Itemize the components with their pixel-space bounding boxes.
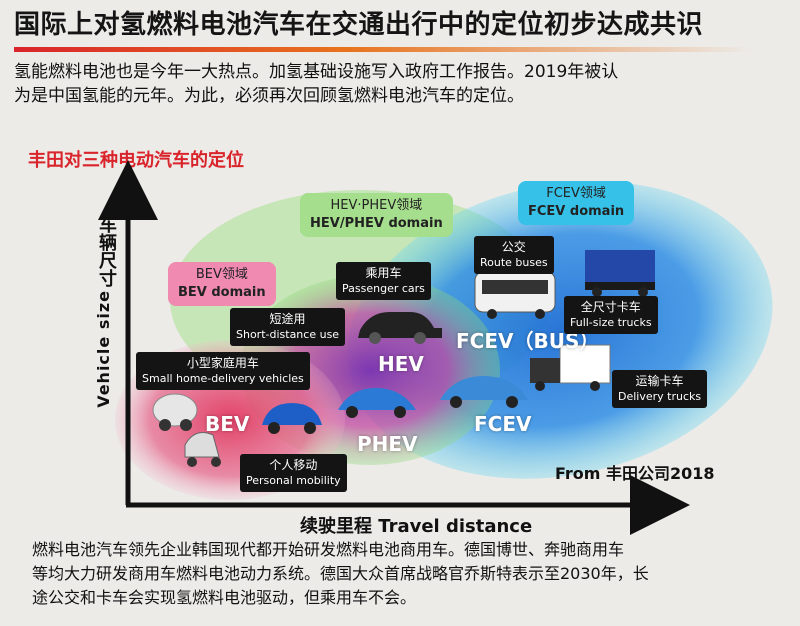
- label-short-distance-en: Short-distance use: [236, 328, 340, 341]
- label-passenger-cars: 乘用车 Passenger cars: [336, 262, 431, 300]
- label-small-home-zh: 小型家庭用车: [186, 356, 259, 370]
- label-short-distance-zh: 短途用: [269, 312, 306, 326]
- footer-text: 燃料电池汽车领先企业韩国现代都开始研发燃料电池商用车。德国博世、奔驰商用车 等均…: [32, 538, 792, 610]
- bus-image: [474, 271, 556, 319]
- label-delivery-trucks-zh: 运输卡车: [635, 374, 684, 388]
- label-short-distance: 短途用 Short-distance use: [230, 308, 346, 346]
- label-full-size-trucks-zh: 全尺寸卡车: [580, 300, 641, 314]
- full-truck-image: [585, 250, 655, 297]
- label-full-size-trucks-en: Full-size trucks: [570, 316, 652, 329]
- label-personal-mobility: 个人移动 Personal mobility: [240, 454, 347, 492]
- prius-image: [338, 388, 416, 418]
- label-small-home: 小型家庭用车 Small home-delivery vehicles: [136, 352, 310, 390]
- bev-domain-label: BEV领域 BEV domain: [168, 262, 276, 306]
- y-axis-label-en: Vehicle size: [94, 290, 113, 408]
- fcev-domain-en: FCEV domain: [528, 204, 625, 219]
- hev-domain-zh: HEV·PHEV领域: [330, 198, 423, 213]
- label-delivery-trucks: 运输卡车 Delivery trucks: [612, 370, 708, 408]
- personal-mobility-image: [184, 432, 221, 467]
- mirai-image: [440, 376, 528, 408]
- hev-domain-en: HEV/PHEV domain: [310, 216, 443, 231]
- label-passenger-cars-zh: 乘用车: [365, 266, 402, 280]
- hev-domain-label: HEV·PHEV领域 HEV/PHEV domain: [300, 193, 453, 237]
- label-route-buses: 公交 Route buses: [474, 236, 554, 274]
- y-axis-label-zh: 车辆尺寸: [96, 215, 117, 287]
- label-small-home-en: Small home-delivery vehicles: [142, 372, 304, 385]
- zone-bev: BEV: [205, 412, 250, 436]
- bev-domain-zh: BEV领域: [195, 267, 248, 282]
- intro-line-1: 氢能燃料电池也是今年一大热点。加氢基础设施写入政府工作报告。2019年被认: [14, 62, 619, 82]
- footer-line-3: 途公交和卡车会实现氢燃料电池驱动，但乘用车不会。: [32, 588, 417, 607]
- passenger-car-image: [358, 312, 442, 344]
- fcev-domain-zh: FCEV领域: [546, 186, 606, 201]
- label-full-size-trucks: 全尺寸卡车 Full-size trucks: [564, 296, 658, 334]
- label-route-buses-en: Route buses: [480, 256, 548, 269]
- fcev-domain-label: FCEV领域 FCEV domain: [518, 181, 635, 225]
- delivery-truck-image: [530, 344, 611, 391]
- footer-line-2: 等均大力研发商用车燃料电池动力系统。德国大众首席战略官乔斯特表示至2030年，长: [32, 564, 649, 583]
- small-car-image: [262, 403, 322, 434]
- footer-line-1: 燃料电池汽车领先企业韩国现代都开始研发燃料电池商用车。德国博世、奔驰商用车: [32, 540, 625, 559]
- bev-car-image: [152, 393, 198, 431]
- intro-text: 氢能燃料电池也是今年一大热点。加氢基础设施写入政府工作报告。2019年被认 为是…: [14, 60, 784, 108]
- label-delivery-trucks-en: Delivery trucks: [618, 390, 702, 403]
- source-credit: From 丰田公司2018: [555, 464, 715, 483]
- label-route-buses-zh: 公交: [501, 240, 526, 254]
- zone-phev: PHEV: [357, 432, 418, 456]
- intro-line-2: 为是中国氢能的元年。为此，必须再次回顾氢燃料电池汽车的定位。: [14, 86, 524, 106]
- title-underline: [14, 47, 754, 52]
- page-title: 国际上对氢燃料电池汽车在交通出行中的定位初步达成共识: [14, 10, 704, 40]
- zone-hev: HEV: [378, 352, 424, 376]
- label-personal-mobility-en: Personal mobility: [246, 474, 341, 487]
- label-personal-mobility-zh: 个人移动: [269, 458, 318, 472]
- x-axis-label: 续驶里程 Travel distance: [300, 516, 533, 537]
- label-passenger-cars-en: Passenger cars: [342, 282, 425, 295]
- bev-domain-en: BEV domain: [178, 285, 266, 300]
- zone-fcev: FCEV: [474, 412, 532, 436]
